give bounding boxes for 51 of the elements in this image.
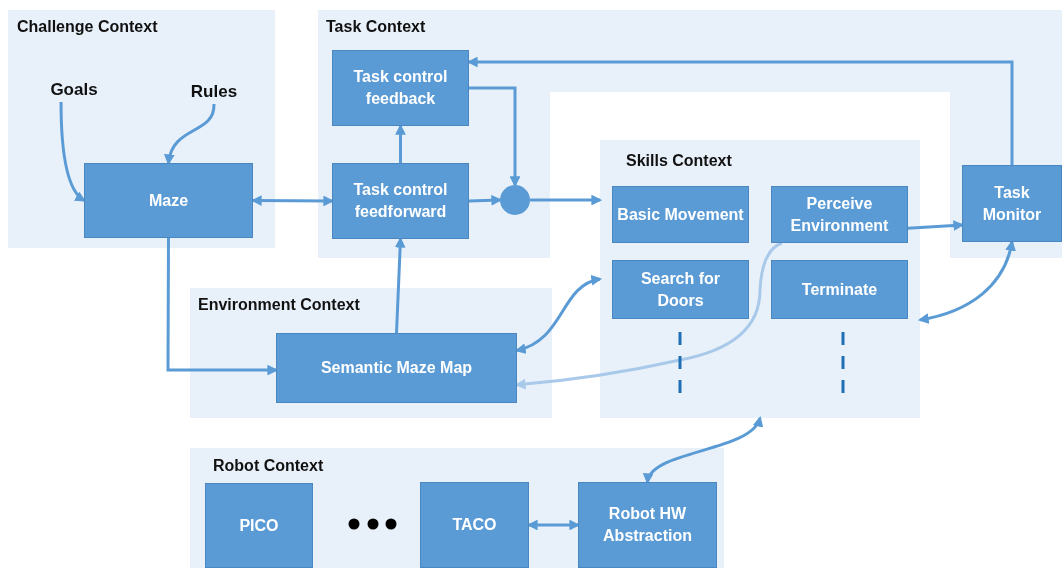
- panel-heading: Environment Context: [198, 296, 360, 314]
- box-label: Task control feedforward: [352, 180, 449, 222]
- process-box: [771, 260, 908, 319]
- box-label: TACO: [451, 515, 498, 536]
- context-panel: [600, 140, 920, 418]
- arrow: [250, 195, 335, 207]
- arrow: [466, 56, 1014, 165]
- process-box: [612, 186, 749, 243]
- arrow: [166, 238, 279, 376]
- process-box: [332, 163, 469, 239]
- arrow: [469, 86, 521, 188]
- box-label: Terminate: [800, 279, 879, 300]
- arrow: [514, 241, 783, 390]
- arrow: [526, 519, 581, 531]
- box-label: Task Monitor: [981, 182, 1043, 225]
- process-box: [332, 50, 469, 126]
- process-box: [612, 260, 749, 319]
- process-box: [276, 333, 517, 403]
- input-label: Rules: [178, 80, 250, 104]
- process-box: [962, 165, 1062, 242]
- arrow: [468, 194, 503, 206]
- box-label: PICO: [238, 515, 280, 536]
- box-label: Basic Movement: [616, 204, 745, 225]
- box-label: Perceive Environment: [789, 193, 890, 236]
- process-box: [420, 482, 529, 568]
- process-box: [84, 163, 253, 238]
- arrow: [514, 276, 603, 353]
- process-box: [771, 186, 908, 243]
- context-panel: [8, 10, 275, 248]
- box-label: Task control feedback: [352, 67, 449, 109]
- arrow: [645, 416, 762, 485]
- arrow: [59, 102, 86, 202]
- arrow: [917, 239, 1016, 324]
- process-box: [205, 483, 313, 568]
- panel-heading: Challenge Context: [17, 18, 158, 36]
- box-label: Semantic Maze Map: [319, 358, 474, 379]
- box-label: Robot HW Abstraction: [602, 504, 693, 546]
- arrow: [395, 123, 406, 163]
- box-label: Search for Doors: [639, 268, 722, 311]
- arrow: [530, 194, 603, 206]
- box-label: Maze: [147, 190, 190, 211]
- panel-heading: Robot Context: [213, 457, 324, 475]
- arrow: [164, 103, 216, 166]
- context-panel: [190, 448, 724, 568]
- context-panel: [190, 288, 552, 418]
- process-box: [578, 482, 717, 568]
- panel-heading: Task Context: [326, 18, 426, 36]
- panel-heading: Skills Context: [626, 152, 732, 170]
- arrow: [907, 220, 965, 231]
- input-label: Goals: [38, 78, 110, 102]
- arrow: [394, 236, 406, 334]
